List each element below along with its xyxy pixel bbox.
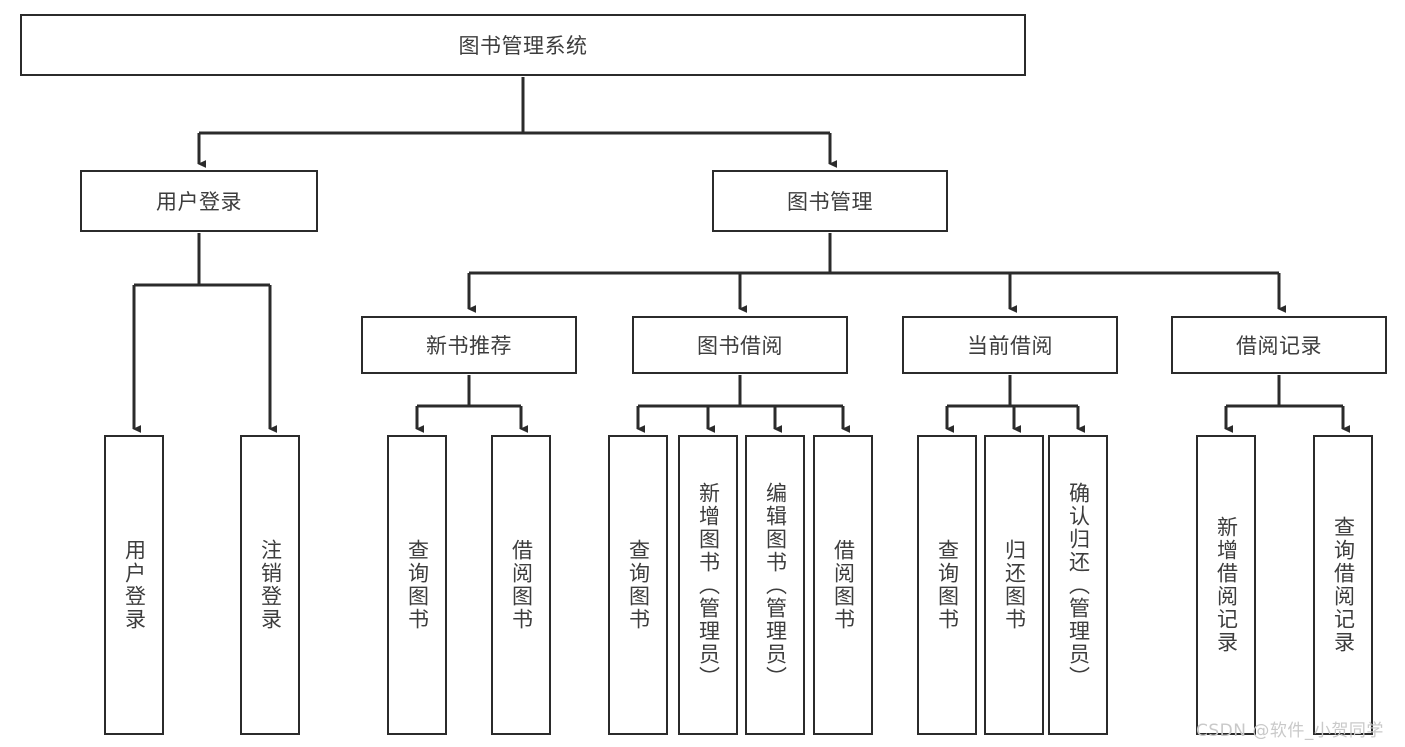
leaf-new-book-query[interactable]: 查询图书 [387,435,447,735]
leaf-new-book-borrow[interactable]: 借阅图书 [491,435,551,735]
node-new-book-recommend[interactable]: 新书推荐 [361,316,577,374]
node-book-management[interactable]: 图书管理 [712,170,948,232]
leaf-current-borrow-query[interactable]: 查询图书 [917,435,977,735]
node-label: 新书推荐 [426,334,512,358]
node-label: 用户登录 [122,539,147,631]
node-label: 归还图书 [1002,539,1027,631]
node-label: 编辑图书（管理员） [763,481,788,689]
node-label: 查询图书 [626,539,651,631]
csdn-watermark: CSDN @软件_小贺同学 [1196,721,1384,741]
node-label: 查询借阅记录 [1331,516,1356,654]
node-label: 确认归还（管理员） [1066,481,1091,689]
leaf-book-borrow-borrow[interactable]: 借阅图书 [813,435,873,735]
node-label: 新增图书（管理员） [696,481,721,689]
node-book-borrow[interactable]: 图书借阅 [632,316,848,374]
leaf-book-borrow-add-admin[interactable]: 新增图书（管理员） [678,435,738,735]
leaf-borrow-record-add[interactable]: 新增借阅记录 [1196,435,1256,735]
node-label: 查询图书 [935,539,960,631]
node-label: 图书管理 [787,190,873,214]
leaf-current-borrow-confirm-return-admin[interactable]: 确认归还（管理员） [1048,435,1108,735]
node-label: 图书借阅 [697,334,783,358]
leaf-book-borrow-query[interactable]: 查询图书 [608,435,668,735]
leaf-user-login-login[interactable]: 用户登录 [104,435,164,735]
node-label: 用户登录 [156,190,242,214]
node-label: 图书管理系统 [458,34,588,58]
node-current-borrow[interactable]: 当前借阅 [902,316,1118,374]
node-label: 借阅图书 [831,539,856,631]
node-label: 查询图书 [405,539,430,631]
node-user-login[interactable]: 用户登录 [80,170,318,232]
leaf-book-borrow-edit-admin[interactable]: 编辑图书（管理员） [745,435,805,735]
node-label: 借阅图书 [509,539,534,631]
node-label: 借阅记录 [1236,334,1322,358]
leaf-current-borrow-return[interactable]: 归还图书 [984,435,1044,735]
node-label: 当前借阅 [967,334,1053,358]
node-label: 新增借阅记录 [1214,516,1239,654]
leaf-borrow-record-query[interactable]: 查询借阅记录 [1313,435,1373,735]
leaf-user-login-logout[interactable]: 注销登录 [240,435,300,735]
node-label: 注销登录 [258,539,283,631]
node-borrow-record[interactable]: 借阅记录 [1171,316,1387,374]
node-root-book-management-system[interactable]: 图书管理系统 [20,14,1026,76]
